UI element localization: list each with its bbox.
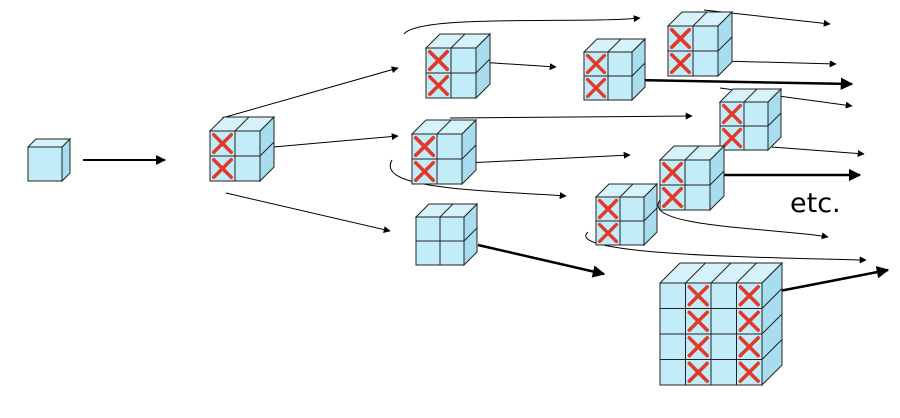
cube-grid-line <box>709 170 725 186</box>
cube-grid-line <box>767 112 782 127</box>
flow-arrow <box>771 146 865 158</box>
red-x-mark <box>670 53 691 74</box>
red-x-mark <box>597 198 619 220</box>
cube-grid-line <box>685 262 706 284</box>
cube-grid-line <box>475 58 491 74</box>
cube-seed <box>26 137 72 183</box>
red-x-mark <box>414 136 435 157</box>
red-x-mark <box>721 103 743 125</box>
red-x-mark <box>738 310 760 332</box>
cube-grid-line <box>761 288 783 309</box>
red-x-mark <box>212 133 233 154</box>
flow-arrow <box>763 266 890 296</box>
cube-grid-line <box>463 227 478 242</box>
red-x-mark <box>428 75 449 96</box>
cube-stage-2-top <box>424 32 492 100</box>
flow-arrow <box>449 112 693 120</box>
red-x-mark <box>687 310 709 332</box>
cube-stage-1 <box>208 115 276 183</box>
red-x-mark <box>738 336 760 358</box>
red-x-mark <box>662 187 683 208</box>
cube-grid-line <box>259 141 275 157</box>
red-x-mark <box>687 285 709 307</box>
flow-arrow <box>633 77 854 91</box>
cube-grid-line <box>710 262 732 284</box>
flow-arrow <box>465 151 631 164</box>
cube-grid-line <box>743 88 758 103</box>
cube-stage-3-d <box>658 144 726 212</box>
red-x-mark <box>687 336 709 358</box>
cube-stage-3-big <box>658 261 784 387</box>
cube-grid-line <box>450 33 466 49</box>
flow-arrow <box>477 243 606 278</box>
cube-top-face <box>26 138 72 148</box>
cube-grid-line <box>684 145 700 161</box>
red-x-mark <box>585 77 607 99</box>
cubes-layer <box>26 10 784 387</box>
flow-arrow <box>721 60 837 68</box>
cube-stage-3-a <box>582 37 647 102</box>
cube-grid-line <box>761 339 783 360</box>
flow-arrow <box>403 15 641 35</box>
red-x-mark <box>414 161 435 182</box>
red-x-mark <box>428 50 449 71</box>
cube-grid-line <box>234 116 250 132</box>
cube-stage-3-e <box>594 182 659 247</box>
cube-stage-2-bot <box>414 202 479 267</box>
red-x-mark <box>662 162 683 183</box>
cube-grid-line <box>461 144 477 160</box>
red-x-mark <box>687 361 709 383</box>
cube-grid-line <box>619 183 634 198</box>
red-x-mark <box>597 222 619 244</box>
etc-label: etc. <box>790 188 841 219</box>
cube-stage-3-c <box>718 87 783 152</box>
cube-grid-line <box>607 38 622 53</box>
red-x-mark <box>212 158 233 179</box>
cube-grid-line <box>717 36 733 52</box>
flow-arrow <box>477 61 557 71</box>
red-x-mark <box>585 53 607 75</box>
cube-grid-line <box>436 119 452 135</box>
cube-grid-line <box>761 313 783 335</box>
flow-arrow <box>261 133 399 149</box>
red-x-mark <box>738 361 760 383</box>
cube-stage-3-b <box>666 10 734 78</box>
cube-stage-2-mid <box>410 118 478 186</box>
cube-grid-line <box>643 207 658 222</box>
cube-grid-line <box>692 11 708 27</box>
flow-arrow <box>389 159 567 200</box>
red-x-mark <box>738 285 760 307</box>
cube-front-face <box>27 146 63 182</box>
flow-arrow <box>585 231 867 264</box>
cube-grid-line <box>631 62 646 77</box>
cube-grid-line <box>439 203 454 218</box>
red-x-mark <box>670 28 691 49</box>
red-x-mark <box>721 127 743 149</box>
flow-arrow <box>225 192 391 233</box>
cube-grid-line <box>736 262 757 284</box>
flow-arrow <box>221 66 399 119</box>
